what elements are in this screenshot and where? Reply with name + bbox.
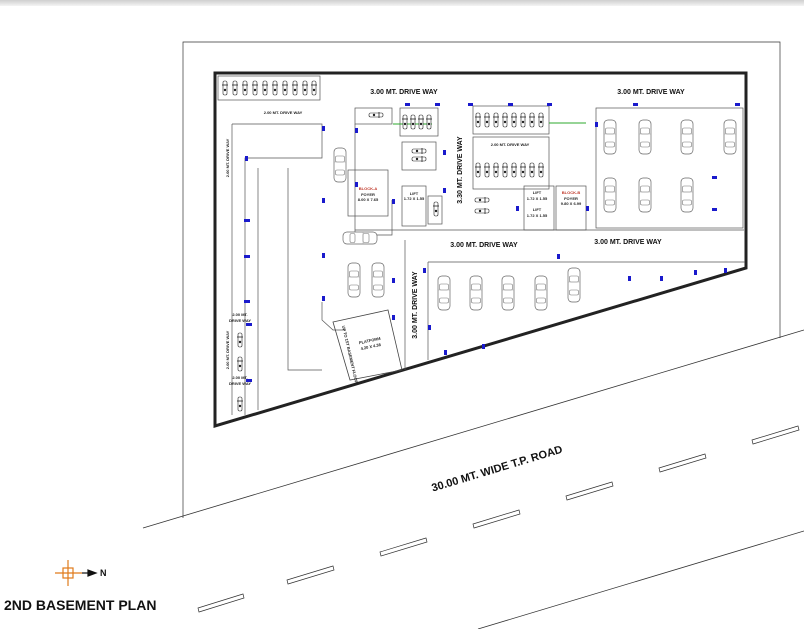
ramp-note: UP TO 1ST BASEMENT FLOOR (341, 325, 359, 384)
driveway-label-small-left-3: 2.00 MT. DRIVE WAY (225, 330, 230, 369)
bike (291, 80, 299, 96)
car (469, 275, 483, 311)
block-b-label: BLOCK-B (562, 190, 581, 195)
driveway-label-small-left: 2.00 MT. DRIVE WAY (225, 138, 230, 177)
bike (221, 80, 229, 96)
driveway-label-inner: 2.00 MT. DRIVE WAY (491, 142, 530, 147)
bike (474, 207, 490, 215)
bike (310, 80, 318, 96)
car (567, 267, 581, 303)
block-b-dim: 9.80 X 6.99 (561, 201, 582, 206)
car (638, 119, 652, 155)
road-edge-lower (477, 530, 804, 629)
lift-2-dim: 1.72 X 1.55 (527, 196, 548, 201)
driveway-label-vertical-center: 3.30 MT. DRIVE WAY (457, 136, 464, 204)
block-a-sub: FOYER (361, 192, 375, 197)
bike (537, 112, 545, 128)
bike (483, 162, 491, 178)
car (603, 177, 617, 213)
bike (510, 162, 518, 178)
site-boundary (182, 41, 781, 518)
structural-columns (244, 103, 740, 382)
car (680, 119, 694, 155)
bike (432, 201, 440, 217)
car (723, 119, 737, 155)
car (347, 262, 361, 298)
bike (537, 162, 545, 178)
block-a-dim: 8.00 X 7.65 (358, 197, 379, 202)
bike (510, 112, 518, 128)
bike (474, 196, 490, 204)
block-b-sub: FOYER (564, 196, 578, 201)
bike (241, 80, 249, 96)
bike (368, 111, 384, 119)
car (437, 275, 451, 311)
building-outline (213, 71, 748, 429)
car (371, 262, 385, 298)
bike (236, 356, 244, 372)
block-a-label: BLOCK-A (359, 186, 378, 191)
driveway-label-small-left-2b: DRIVE WAY (229, 318, 251, 323)
bike (528, 162, 536, 178)
lift-2-label: LIFT (533, 190, 542, 195)
north-label: N (100, 568, 107, 578)
car (534, 275, 548, 311)
bike (417, 114, 425, 130)
bike (281, 80, 289, 96)
bike (236, 332, 244, 348)
car (680, 177, 694, 213)
bike (492, 112, 500, 128)
car (333, 147, 347, 183)
bike (231, 80, 239, 96)
bike (519, 162, 527, 178)
car (342, 231, 378, 245)
car (501, 275, 515, 311)
bike (301, 80, 309, 96)
bike (483, 112, 491, 128)
bike (411, 155, 427, 163)
driveway-label-small-left-4: 2.00 MT. (232, 375, 247, 380)
driveway-label-top-right: 3.00 MT. DRIVE WAY (617, 89, 685, 96)
interior-walls (217, 75, 745, 415)
car (603, 119, 617, 155)
bike (519, 112, 527, 128)
bike (501, 112, 509, 128)
bike (271, 80, 279, 96)
window-top-bar (0, 0, 804, 6)
bike (501, 162, 509, 178)
bike (474, 112, 482, 128)
ramp-platform (332, 309, 403, 381)
platform-label: PLATFORM (358, 336, 381, 346)
road-edge-upper (142, 329, 804, 529)
lift-3-label: LIFT (533, 207, 542, 212)
driveway-label-small-left-2: 2.00 MT. (232, 312, 247, 317)
driveway-label-top-center: 3.00 MT. DRIVE WAY (370, 89, 438, 96)
north-arrow-icon (55, 560, 98, 586)
lift-3-dim: 1.72 X 1.55 (527, 213, 548, 218)
platform-dim: 4.20 X 4.38 (360, 342, 382, 351)
road-center-dashes (197, 425, 800, 613)
bike (409, 114, 417, 130)
car (638, 177, 652, 213)
bike (261, 80, 269, 96)
bike (251, 80, 259, 96)
lift-1-dim: 1.72 X 1.55 (404, 196, 425, 201)
driveway-label-middle: 3.00 MT. DRIVE WAY (450, 242, 518, 249)
bike (425, 114, 433, 130)
plan-title: 2ND BASEMENT PLAN (4, 597, 157, 613)
driveway-label-small-left-4b: DRIVE WAY (229, 381, 251, 386)
bike (411, 147, 427, 155)
driveway-label-middle-right: 3.00 MT. DRIVE WAY (594, 239, 662, 246)
lift-1-label: LIFT (410, 191, 419, 196)
bike (401, 114, 409, 130)
bike (528, 112, 536, 128)
driveway-label-vertical-lower: 3.00 MT. DRIVE WAY (412, 271, 419, 339)
bike (236, 396, 244, 412)
bike (492, 162, 500, 178)
driveway-label-small-top: 2.00 MT. DRIVE WAY (264, 110, 303, 115)
bike (474, 162, 482, 178)
road-label: 30.00 MT. WIDE T.P. ROAD (430, 444, 564, 495)
